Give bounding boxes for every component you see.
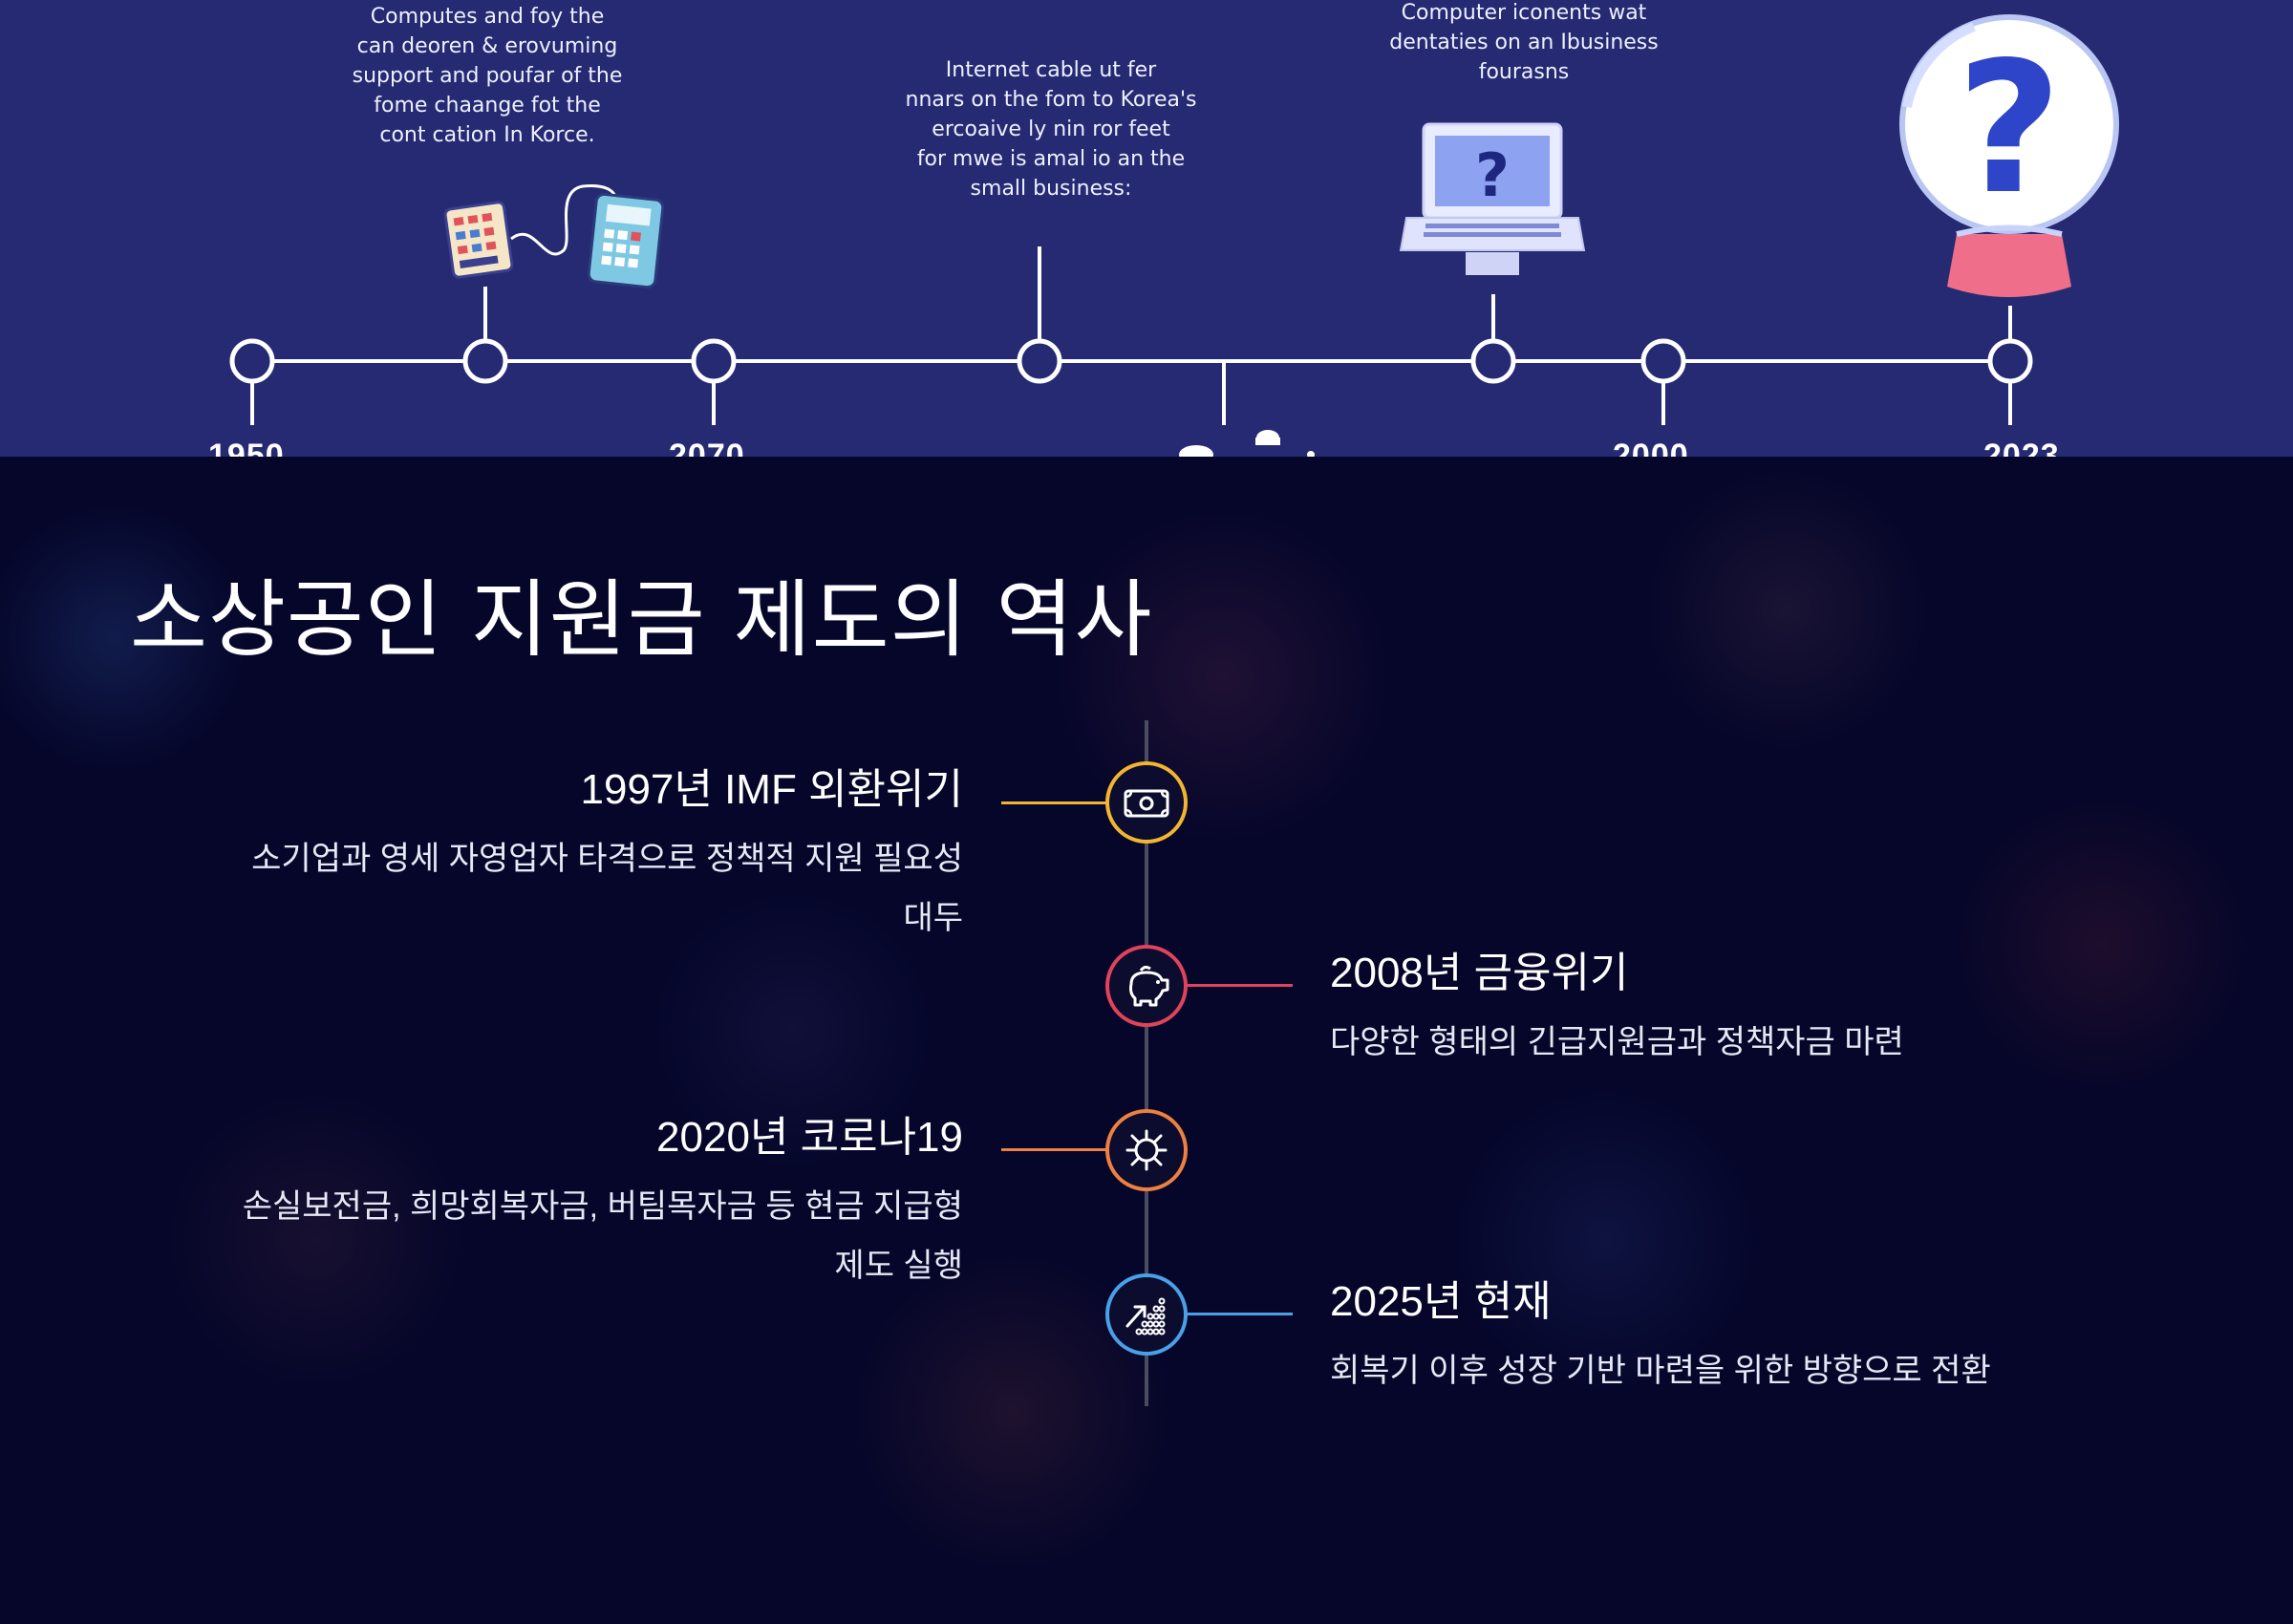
event-1997-description: 소기업과 영세 자영업자 타격으로 정책적 지원 필요성 대두 [251, 841, 963, 936]
hero-year-1950: 1950 [208, 438, 285, 457]
hero-caption-1: Computes and foy the can deoren & erovum… [352, 5, 623, 147]
event-2020-connector [1001, 1148, 1106, 1151]
hero-timeline-graphic: ? ? [229, 14, 2119, 457]
hero-year-2023: 2023 [1983, 438, 2060, 457]
event-2020-title: 2020년 코로나19 [656, 1114, 963, 1161]
event-1997-connector [1001, 801, 1106, 804]
page-title: 소상공인 지원금 제도의 역사 [130, 570, 1153, 669]
svg-text:?: ? [1475, 140, 1510, 210]
hero-illustration: ? ? Computes and foy the can deoren & er… [0, 0, 2293, 457]
event-2025-title: 2025년 현재 [1330, 1278, 1552, 1325]
hero-year-2000: 2000 [1613, 438, 1689, 457]
event-1997-node [1105, 761, 1188, 844]
svg-text:?: ? [1957, 23, 2062, 234]
event-2025-node [1105, 1273, 1188, 1356]
event-1997-title: 1997년 IMF 외환위기 [580, 766, 964, 813]
timeline-slide: 소상공인 지원금 제도의 역사 1997년 IMF 외환위기 소기업과 영세 자… [0, 457, 2293, 1624]
virus-icon [1125, 1129, 1168, 1171]
hero-timeline-nodes [229, 338, 2033, 384]
event-2025-description: 회복기 이후 성장 기반 마련을 위한 방향으로 전환 [1330, 1353, 1991, 1389]
piggy-bank-icon [1129, 965, 1169, 1007]
cloud-icon [1179, 430, 1315, 457]
money-icon [1124, 789, 1169, 818]
laptop-question-icon: ? [1399, 122, 1586, 275]
event-2020-description: 손실보전금, 희망회복자금, 버팀목자금 등 현금 지급형 제도 실행 [242, 1188, 963, 1284]
hero-caption-2: Internet cable ut fer nnars on the fom t… [905, 58, 1197, 201]
lightbulb-question-icon: ? [1899, 14, 2119, 297]
event-2025-connector [1186, 1313, 1293, 1315]
event-2008-description: 다양한 형태의 긴급지원금과 정책자금 마련 [1330, 1024, 1904, 1060]
event-2008-node [1105, 945, 1188, 1027]
event-2020-node [1105, 1109, 1188, 1191]
growth-chart-icon [1125, 1297, 1166, 1336]
hero-caption-3: Computer iconents wat dentaties on an Ib… [1389, 1, 1659, 84]
calculator-icon [443, 184, 665, 289]
hero-year-2070: 2070 [669, 438, 745, 457]
timeline-axis [1145, 720, 1148, 1406]
event-2008-connector [1186, 984, 1293, 987]
event-2008-title: 2008년 금융위기 [1330, 950, 1629, 996]
